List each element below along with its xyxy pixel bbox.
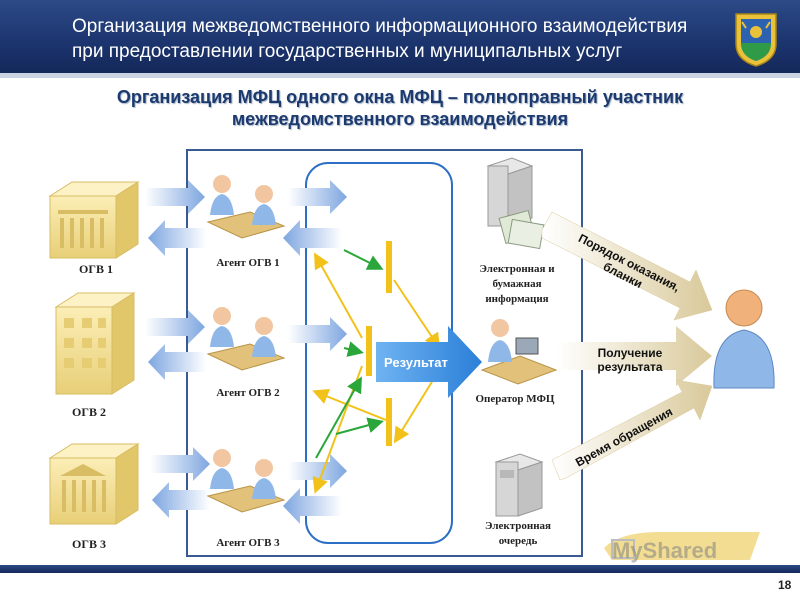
building-icon-1 [48, 181, 140, 259]
exchange-arrows-3 [150, 447, 347, 524]
client-arrow-obtain [557, 326, 712, 386]
client-arrow-order [541, 211, 713, 321]
exchange-bar-bottom [386, 398, 392, 446]
header-title: Организация межведомственного информацио… [72, 14, 722, 64]
subtitle-line2: межведомственного взаимодействия [231, 109, 569, 129]
electronic-paper-line3: информация [485, 293, 549, 305]
queue-line1: Электронная [485, 520, 551, 532]
footer-bar [0, 565, 800, 573]
agent-icon-1 [206, 175, 286, 239]
coat-of-arms-icon [735, 13, 777, 67]
electronic-paper-info-label: Электронная и бумажная информация [452, 262, 582, 307]
operator-icon [480, 319, 558, 385]
result-arrow [376, 326, 482, 398]
queue-terminal-icon [494, 453, 544, 517]
watermark-logo-icon [604, 532, 760, 560]
exchange-arrows-2 [145, 310, 347, 380]
client-arrow-time [551, 379, 713, 481]
electronic-paper-line1: Электронная и [479, 263, 555, 275]
electronic-queue-label: Электронная очередь [453, 519, 583, 549]
obtain-line1: Получение [597, 346, 663, 360]
watermark-text: MyShared [612, 538, 718, 563]
slide-subtitle: Организация МФЦ одного окна МФЦ – полноп… [40, 86, 760, 130]
exchange-bar-mid [366, 326, 372, 376]
page-number: 18 [778, 578, 792, 592]
ogv-label-3: ОГВ 3 [72, 537, 106, 551]
building-icon-3 [48, 443, 140, 525]
exchange-bar-top [386, 241, 392, 293]
agent-label-3: Агент ОГВ 3 [216, 537, 280, 549]
subtitle-line1: Организация МФЦ одного окна МФЦ – полноп… [116, 87, 684, 107]
agent-icon-2 [206, 307, 286, 371]
building-icon-2 [54, 292, 136, 395]
exchange-arrows-1 [145, 180, 347, 256]
result-label: Результат [384, 355, 448, 370]
client-person-icon [713, 289, 775, 389]
obtain-result-label: Получение результата [575, 346, 685, 374]
ogv-label-1: ОГВ 1 [79, 262, 113, 276]
header-title-line2: при предоставлении государственных и мун… [72, 41, 623, 62]
green-flow-arrows [315, 249, 384, 459]
obtain-line2: результата [597, 360, 663, 374]
queue-line2: очередь [498, 535, 538, 547]
header-title-line1: Организация межведомственного информацио… [72, 16, 688, 37]
electronic-paper-line2: бумажная [492, 278, 542, 290]
operator-label: Оператор МФЦ [475, 393, 555, 405]
ogv-label-2: ОГВ 2 [72, 405, 106, 419]
agent-label-1: Агент ОГВ 1 [216, 257, 280, 269]
agent-label-2: Агент ОГВ 2 [216, 387, 280, 399]
agent-icon-3 [206, 449, 286, 513]
server-documents-icon [486, 157, 545, 250]
header-bar: Организация межведомственного информацио… [0, 0, 800, 78]
